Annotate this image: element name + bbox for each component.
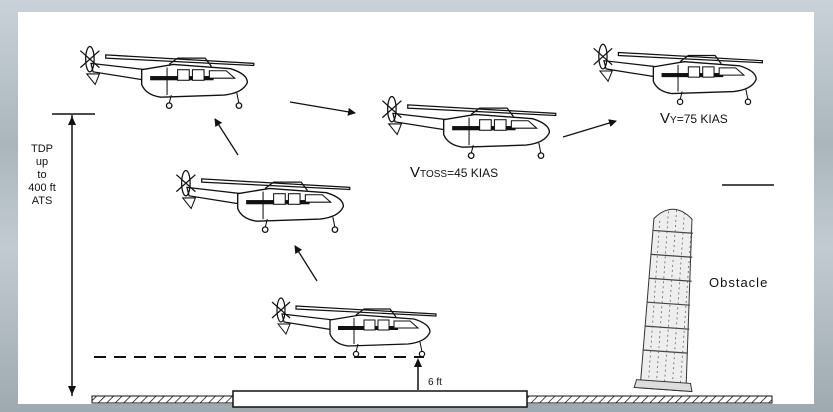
six-ft-label: 6 ft — [428, 377, 442, 388]
tdp-label-line-5: ATS — [31, 195, 53, 207]
acceleration-arrow — [289, 101, 356, 116]
obstacle-label: Obstacle — [709, 275, 769, 290]
helicopter-vtoss — [381, 95, 557, 160]
runway — [91, 390, 773, 408]
vtoss-value: =45 KIAS — [447, 166, 499, 180]
vy-sub: Y — [670, 115, 677, 126]
tdp-height-arrow — [52, 113, 95, 396]
helicopter-climb — [175, 169, 351, 234]
climbout-arrow — [562, 119, 617, 138]
tdp-label-line-2: up — [35, 156, 49, 168]
six-ft-arrow — [414, 358, 422, 390]
tdp-label: TDP up to 400 ft ATS — [20, 143, 64, 208]
vtoss-sub: TOSS — [420, 169, 448, 180]
climb-arrow-lower — [294, 245, 318, 282]
vy-prefix: V — [660, 110, 671, 127]
helipad — [232, 390, 528, 408]
tdp-label-line-3: to — [37, 169, 47, 181]
tdp-label-line-4: 400 ft — [28, 182, 56, 194]
helicopter-hover — [271, 297, 437, 358]
obstacle-tower-icon — [633, 208, 694, 393]
helicopter-tdp — [79, 45, 255, 110]
vy-label: VY=75 KIAS — [660, 110, 728, 127]
climb-arrow-upper — [214, 118, 239, 156]
vtoss-label: VTOSS=45 KIAS — [410, 164, 498, 181]
vtoss-prefix: V — [410, 164, 421, 181]
vy-value: =75 KIAS — [676, 112, 728, 126]
tdp-label-line-1: TDP — [31, 143, 53, 155]
helicopter-vy — [593, 43, 764, 106]
